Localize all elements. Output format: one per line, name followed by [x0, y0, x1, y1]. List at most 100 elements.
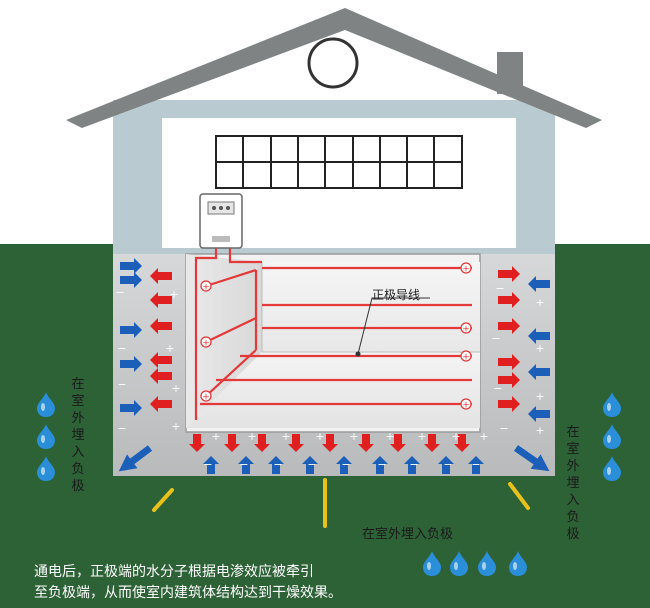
minus-sign-icon: − — [377, 458, 386, 471]
svg-text:+: + — [202, 393, 210, 403]
blue-arrow-icon — [118, 445, 153, 472]
plus-sign-icon: + — [535, 342, 544, 355]
red-arrow-icon — [150, 292, 172, 308]
red-arrow-icon — [498, 354, 520, 370]
attic-window — [307, 37, 359, 89]
svg-text:+: + — [462, 325, 470, 335]
plus-sign-icon: + — [417, 430, 426, 443]
blue-arrow-icon — [120, 322, 142, 338]
wire-feed — [194, 246, 262, 420]
chimney — [497, 52, 523, 94]
water-drops — [37, 392, 621, 576]
red-arrow-icon — [390, 434, 406, 452]
controller-box-icon — [199, 193, 243, 249]
minus-sign-icon: − — [499, 422, 508, 435]
blue-arrow-icon — [468, 456, 484, 474]
minus-sign-icon: − — [115, 286, 124, 299]
blue-arrow-icon — [120, 258, 142, 274]
plus-sign-icon: + — [479, 430, 488, 443]
blue-arrow-icon — [404, 456, 420, 474]
water-drop-icon — [603, 424, 621, 449]
water-drop-icon — [603, 392, 621, 417]
water-drop-icon — [37, 456, 55, 481]
plus-sign-icon: + — [385, 430, 394, 443]
blue-arrow-icon — [120, 356, 142, 372]
bottom-electrode-label: 在室外埋入负极 — [362, 527, 454, 542]
caption-line-1: 通电后，正极端的水分子根据电渗效应被牵引 — [34, 564, 314, 580]
roof — [66, 8, 602, 128]
wire-plus-icon: + — [200, 280, 212, 293]
wire-plus-icon: + — [460, 398, 472, 411]
svg-text:+: + — [462, 265, 470, 275]
left-wall — [186, 254, 262, 428]
blue-arrow-icon — [438, 456, 454, 474]
blue-arrow-icon — [238, 456, 254, 474]
minus-sign-icon: − — [493, 382, 502, 395]
red-arrow-icon — [498, 318, 520, 334]
red-arrow-icon — [254, 434, 270, 452]
plus-sign-icon: + — [535, 390, 544, 403]
minus-sign-icon: − — [117, 422, 126, 435]
blue-arrow-icon — [268, 456, 284, 474]
back-wall — [262, 262, 480, 352]
minus-sign-icon: − — [273, 458, 282, 471]
blue-arrow-icon — [120, 400, 142, 416]
blue-arrow-icon — [203, 456, 219, 474]
water-drop-icon — [450, 551, 468, 576]
red-arrow-icon — [150, 368, 172, 384]
svg-text:+: + — [202, 283, 210, 293]
red-arrow-icon — [150, 268, 172, 284]
wire-plus-icon: + — [460, 262, 472, 275]
caption: 通电后，正极端的水分子根据电渗效应被牵引 至负极端，从而使室内建筑体结构达到干燥… — [34, 562, 454, 604]
water-drop-icon — [603, 456, 621, 481]
svg-text:+: + — [462, 401, 470, 411]
red-arrow-icon — [322, 434, 338, 452]
red-arrow-icon — [498, 372, 520, 388]
red-arrow-icon — [150, 352, 172, 368]
window-grid — [215, 135, 463, 189]
minus-sign-icon: − — [239, 458, 248, 471]
red-arrow-icon — [498, 396, 520, 412]
wire-plus-icon: + — [460, 350, 472, 363]
plus-sign-icon: + — [165, 342, 174, 355]
water-drop-icon — [37, 424, 55, 449]
basement-room — [185, 253, 481, 433]
minus-sign-icon: − — [495, 282, 504, 295]
red-arrow-icon — [498, 292, 520, 308]
minus-sign-icon: − — [471, 458, 480, 471]
leader-dot — [355, 351, 361, 357]
minus-sign-icon: − — [491, 332, 500, 345]
current-arrows — [118, 258, 550, 474]
blue-arrow-icon — [372, 456, 388, 474]
minus-sign-icon: − — [409, 458, 418, 471]
water-drop-icon — [37, 392, 55, 417]
red-arrow-icon — [358, 434, 374, 452]
wire-plus-icon: + — [460, 322, 472, 335]
caption-line-2: 至负极端，从而使室内建筑体结构达到干燥效果。 — [34, 585, 342, 601]
minus-sign-icon: − — [203, 458, 212, 471]
blue-arrow-icon — [514, 445, 550, 472]
plus-sign-icon: + — [451, 430, 460, 443]
red-arrow-icon — [189, 434, 205, 452]
minus-sign-icon: − — [341, 458, 350, 471]
right-electrode-label: 在室外埋入负极 — [566, 425, 580, 542]
svg-text:+: + — [462, 353, 470, 363]
water-drop-icon — [509, 551, 527, 576]
red-arrow-icon — [150, 318, 172, 334]
plus-sign-icon: + — [535, 296, 544, 309]
minus-sign-icon: − — [307, 458, 316, 471]
charge-signs: −+−+−+−+−+−+−+−+−+−+−+−+−+−+−+−+−+ — [115, 282, 544, 471]
blue-arrow-icon — [336, 456, 352, 474]
blue-arrow-icon — [528, 328, 550, 344]
plus-sign-icon: + — [171, 382, 180, 395]
wire-plus-markers: +++++++ — [200, 262, 472, 411]
blue-arrow-icon — [528, 276, 550, 292]
negative-electrodes — [152, 478, 530, 528]
blue-arrow-icon — [302, 456, 318, 474]
left-electrode-label: 在室外埋入负极 — [71, 377, 85, 494]
plus-sign-icon: + — [169, 288, 178, 301]
floor — [186, 352, 480, 428]
red-arrow-icon — [498, 266, 520, 282]
